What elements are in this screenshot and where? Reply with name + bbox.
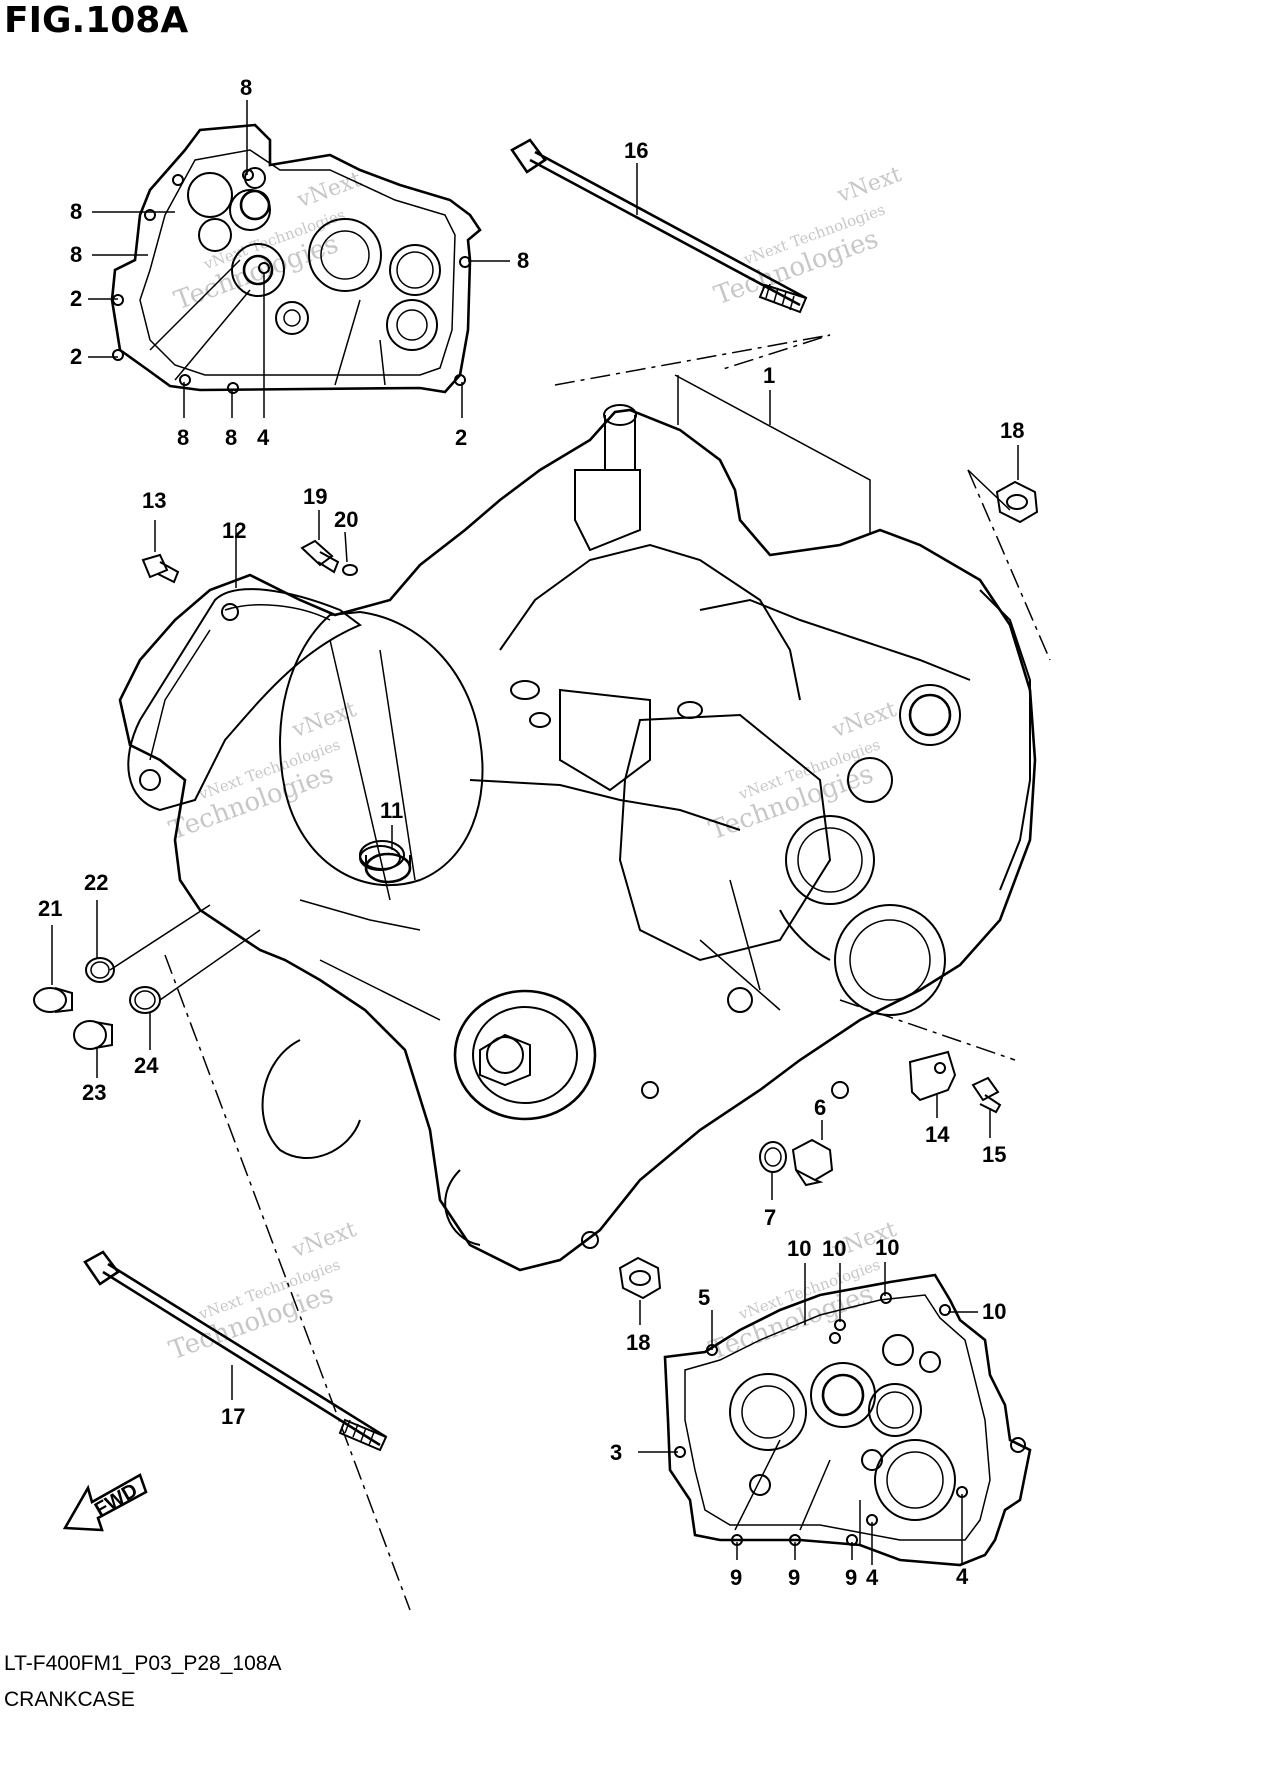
- model-code: LT-F400FM1_P03_P28_108A: [4, 1652, 282, 1675]
- callout-label: 20: [334, 507, 358, 532]
- callout-label: 14: [925, 1122, 950, 1147]
- callout-label: 9: [845, 1565, 857, 1590]
- breather-fitting-19: [300, 510, 358, 576]
- callout-label: 7: [764, 1205, 776, 1230]
- bolt-17: [83, 1250, 388, 1452]
- callout-label: 16: [624, 138, 648, 163]
- callout-label: 17: [221, 1404, 245, 1429]
- callout-label: 4: [956, 1564, 969, 1589]
- figure-title: FIG.108A: [4, 0, 189, 41]
- callout-label: 18: [1000, 418, 1024, 443]
- callout-label: 4: [257, 425, 270, 450]
- callout-label: 8: [225, 425, 237, 450]
- plug-washer-set-21-24: [33, 900, 261, 1078]
- gasket-12: [127, 527, 362, 812]
- callout-label: 8: [240, 75, 252, 100]
- callout-label: 23: [82, 1080, 106, 1105]
- guide-lines: [164, 334, 1051, 1611]
- callout-label: 11: [380, 798, 403, 823]
- callout-label: 10: [787, 1236, 811, 1261]
- crankcase-right-half-detail: [110, 123, 482, 394]
- callout-label: 19: [303, 484, 327, 509]
- dowel-pin-11: [359, 825, 401, 871]
- callout-label: 2: [70, 286, 82, 311]
- leader-lines-upper-left: [88, 100, 510, 418]
- callout-label: 9: [788, 1565, 800, 1590]
- callout-label: 12: [222, 518, 246, 543]
- watermark-text: vNext: [828, 697, 900, 743]
- drain-plug-6-7: [759, 1120, 834, 1200]
- callout-label: 2: [455, 425, 467, 450]
- callout-label: 10: [982, 1299, 1006, 1324]
- callout-label: 10: [875, 1235, 899, 1260]
- callout-label: 8: [517, 248, 529, 273]
- callout-label: 10: [822, 1236, 846, 1261]
- callout-label: 24: [134, 1053, 159, 1078]
- nut-18-upper: [995, 445, 1039, 524]
- watermark-text: vNext: [288, 1217, 360, 1263]
- callout-label: 3: [610, 1440, 622, 1465]
- watermark-text: vNext: [833, 162, 905, 208]
- callout-label: 5: [698, 1285, 710, 1310]
- callout-label: 4: [866, 1565, 879, 1590]
- callout-label: 8: [70, 199, 82, 224]
- bolt-13: [141, 520, 180, 584]
- bolt-16: [510, 138, 808, 314]
- crankcase-assembly: [118, 404, 1037, 1272]
- nut-18-lower: [618, 1256, 662, 1325]
- callout-label: 15: [982, 1142, 1006, 1167]
- callout-label: 22: [84, 870, 108, 895]
- callout-label: 21: [38, 896, 62, 921]
- fwd-arrow-icon: FWD: [62, 1473, 148, 1532]
- callout-label: 18: [626, 1330, 650, 1355]
- leader-lines-lower-right: [638, 1262, 978, 1565]
- callout-label: 8: [70, 242, 82, 267]
- callout-label: 9: [730, 1565, 742, 1590]
- callout-label: 1: [763, 363, 775, 388]
- callout-label: 8: [177, 425, 189, 450]
- watermark-text: vNext: [293, 167, 365, 213]
- fwd-label: FWD: [91, 1479, 141, 1521]
- crankcase-left-half-detail: [663, 1273, 1032, 1567]
- bracket-14-bolt-15: [908, 1050, 1002, 1138]
- callout-label: 2: [70, 344, 82, 369]
- callout-label: 13: [142, 488, 166, 513]
- callout-labels: 8 8 8 8 2 2 8 8 4 2 16 1 18 13 19 20 12 …: [38, 75, 1024, 1590]
- section-name: CRANKCASE: [4, 1688, 135, 1711]
- callout-label: 6: [814, 1095, 826, 1120]
